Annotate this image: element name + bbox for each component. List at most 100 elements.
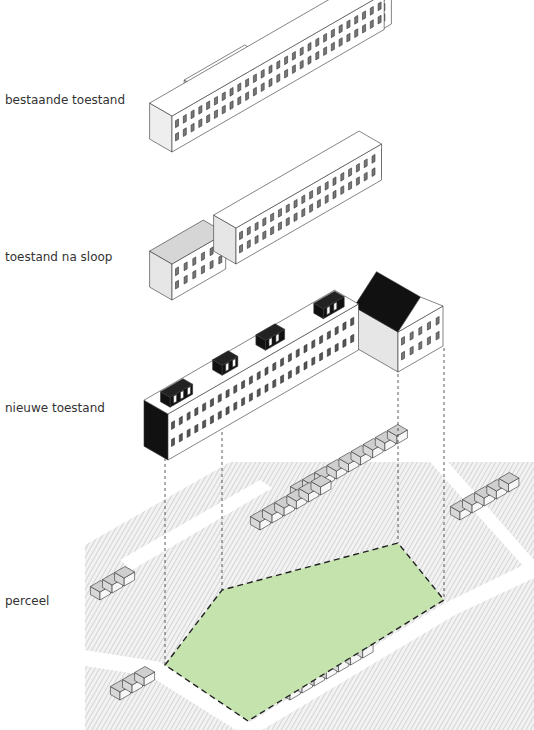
- window: [253, 87, 256, 96]
- window: [363, 11, 366, 20]
- window: [234, 402, 237, 411]
- window: [343, 339, 346, 348]
- window: [410, 331, 413, 340]
- window: [316, 51, 319, 60]
- window: [176, 280, 179, 289]
- window: [219, 255, 222, 264]
- window: [308, 42, 311, 51]
- window: [199, 105, 202, 114]
- window: [285, 69, 288, 78]
- projection-line: [222, 432, 223, 590]
- window: [320, 352, 323, 361]
- window: [179, 416, 182, 425]
- window: [271, 213, 274, 222]
- window: [288, 370, 291, 379]
- window: [333, 177, 336, 186]
- roof: [214, 131, 382, 228]
- window: [238, 96, 241, 105]
- window: [310, 204, 313, 213]
- projection-line: [398, 374, 399, 543]
- window: [427, 336, 430, 345]
- window: [347, 20, 350, 29]
- window: [181, 391, 184, 400]
- window: [324, 33, 327, 42]
- window: [240, 244, 243, 253]
- window: [364, 159, 367, 168]
- window: [276, 334, 279, 343]
- window: [292, 51, 295, 60]
- window: [286, 204, 289, 213]
- window: [218, 411, 221, 420]
- window: [288, 353, 291, 362]
- window: [176, 267, 179, 276]
- window: [351, 334, 354, 343]
- window: [296, 349, 299, 358]
- window: [265, 384, 268, 393]
- window: [199, 119, 202, 128]
- window: [238, 83, 241, 92]
- window: [355, 15, 358, 24]
- window: [191, 110, 194, 119]
- window: [327, 348, 330, 357]
- window: [174, 395, 177, 404]
- window: [210, 260, 213, 269]
- window: [246, 92, 249, 101]
- window: [263, 231, 266, 240]
- window: [273, 362, 276, 371]
- roof: [150, 0, 385, 116]
- window: [226, 406, 229, 415]
- window: [257, 388, 260, 397]
- view-label: bestaande toestand: [5, 93, 125, 107]
- window: [285, 56, 288, 65]
- window: [230, 87, 233, 96]
- window: [242, 397, 245, 406]
- road: [120, 480, 272, 570]
- window: [436, 316, 439, 325]
- window: [312, 340, 315, 349]
- projection-line: [165, 440, 166, 665]
- window: [419, 326, 422, 335]
- window: [320, 335, 323, 344]
- window: [226, 363, 229, 372]
- window: [255, 222, 258, 231]
- window: [339, 24, 342, 33]
- building-face: [398, 297, 443, 332]
- window: [335, 343, 338, 352]
- road: [430, 462, 534, 578]
- window: [308, 56, 311, 65]
- window: [278, 222, 281, 231]
- window: [184, 275, 187, 284]
- window: [302, 195, 305, 204]
- window: [331, 42, 334, 51]
- window: [195, 424, 198, 433]
- roof: [311, 476, 331, 488]
- window: [281, 358, 284, 367]
- new-building: [144, 272, 443, 460]
- window: [370, 20, 373, 29]
- window: [201, 265, 204, 274]
- window: [263, 217, 266, 226]
- window: [286, 217, 289, 226]
- window: [176, 119, 179, 128]
- window: [327, 306, 330, 315]
- roof: [499, 473, 519, 485]
- window: [356, 163, 359, 172]
- window: [226, 389, 229, 398]
- window: [230, 101, 233, 110]
- window: [240, 231, 243, 240]
- view-label: nieuwe toestand: [5, 401, 105, 415]
- window: [296, 366, 299, 375]
- window: [339, 38, 342, 47]
- window: [265, 367, 268, 376]
- window: [341, 186, 344, 195]
- window: [378, 15, 381, 24]
- map-ground: [85, 462, 534, 730]
- window: [247, 226, 250, 235]
- window: [187, 429, 190, 438]
- window: [419, 341, 422, 350]
- window: [207, 114, 210, 123]
- roof: [314, 291, 344, 309]
- window: [349, 168, 352, 177]
- roof: [256, 324, 285, 341]
- window: [364, 172, 367, 181]
